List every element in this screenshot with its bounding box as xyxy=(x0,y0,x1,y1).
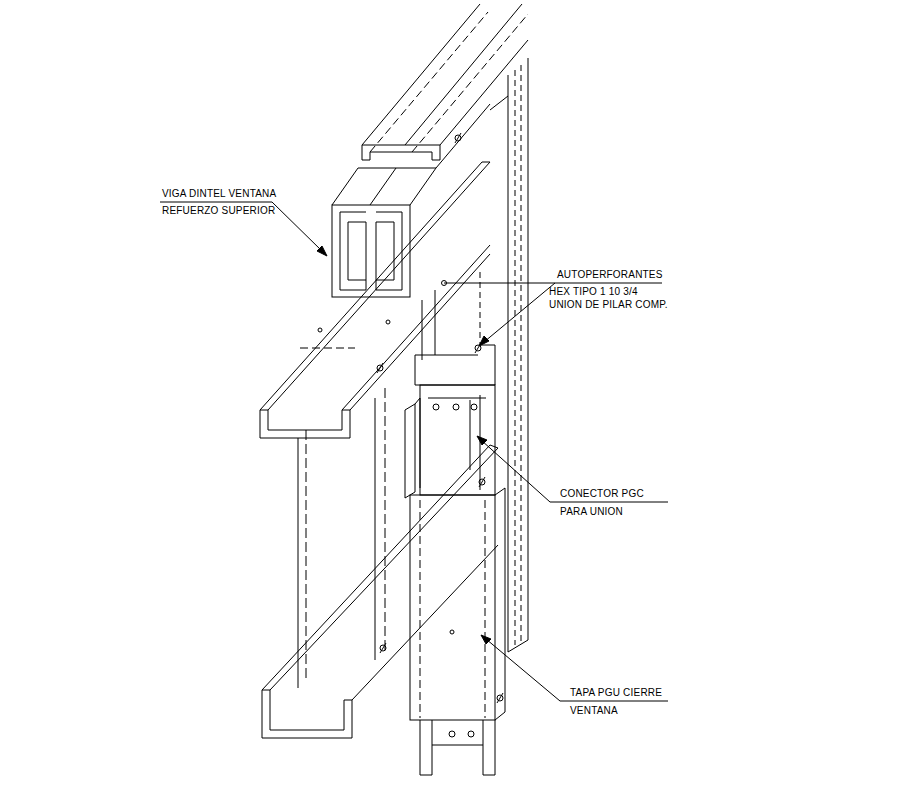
callout-label: VIGA DINTEL VENTANA xyxy=(162,188,276,200)
upper-track xyxy=(260,162,490,438)
side-plate xyxy=(490,58,528,652)
leader-lines xyxy=(160,202,668,701)
callout-label: AUTOPERFORANTES xyxy=(557,269,663,281)
tapa-pgu xyxy=(410,488,505,775)
studs xyxy=(298,272,480,688)
lower-track xyxy=(262,445,498,738)
connector-pgc xyxy=(405,343,495,498)
callout-label: TAPA PGU CIERRE xyxy=(570,687,662,699)
callout-label: PARA UNION xyxy=(560,506,623,518)
callout-label: HEX TIPO 1 10 3/4 xyxy=(549,286,638,298)
callout-label: VENTANA xyxy=(570,705,618,717)
callout-label: CONECTOR PGC xyxy=(560,488,644,500)
callout-label: REFUERZO SUPERIOR xyxy=(162,205,275,217)
callout-label: UNION DE PILAR COMP. xyxy=(549,299,668,311)
lintel-beam xyxy=(332,4,528,297)
